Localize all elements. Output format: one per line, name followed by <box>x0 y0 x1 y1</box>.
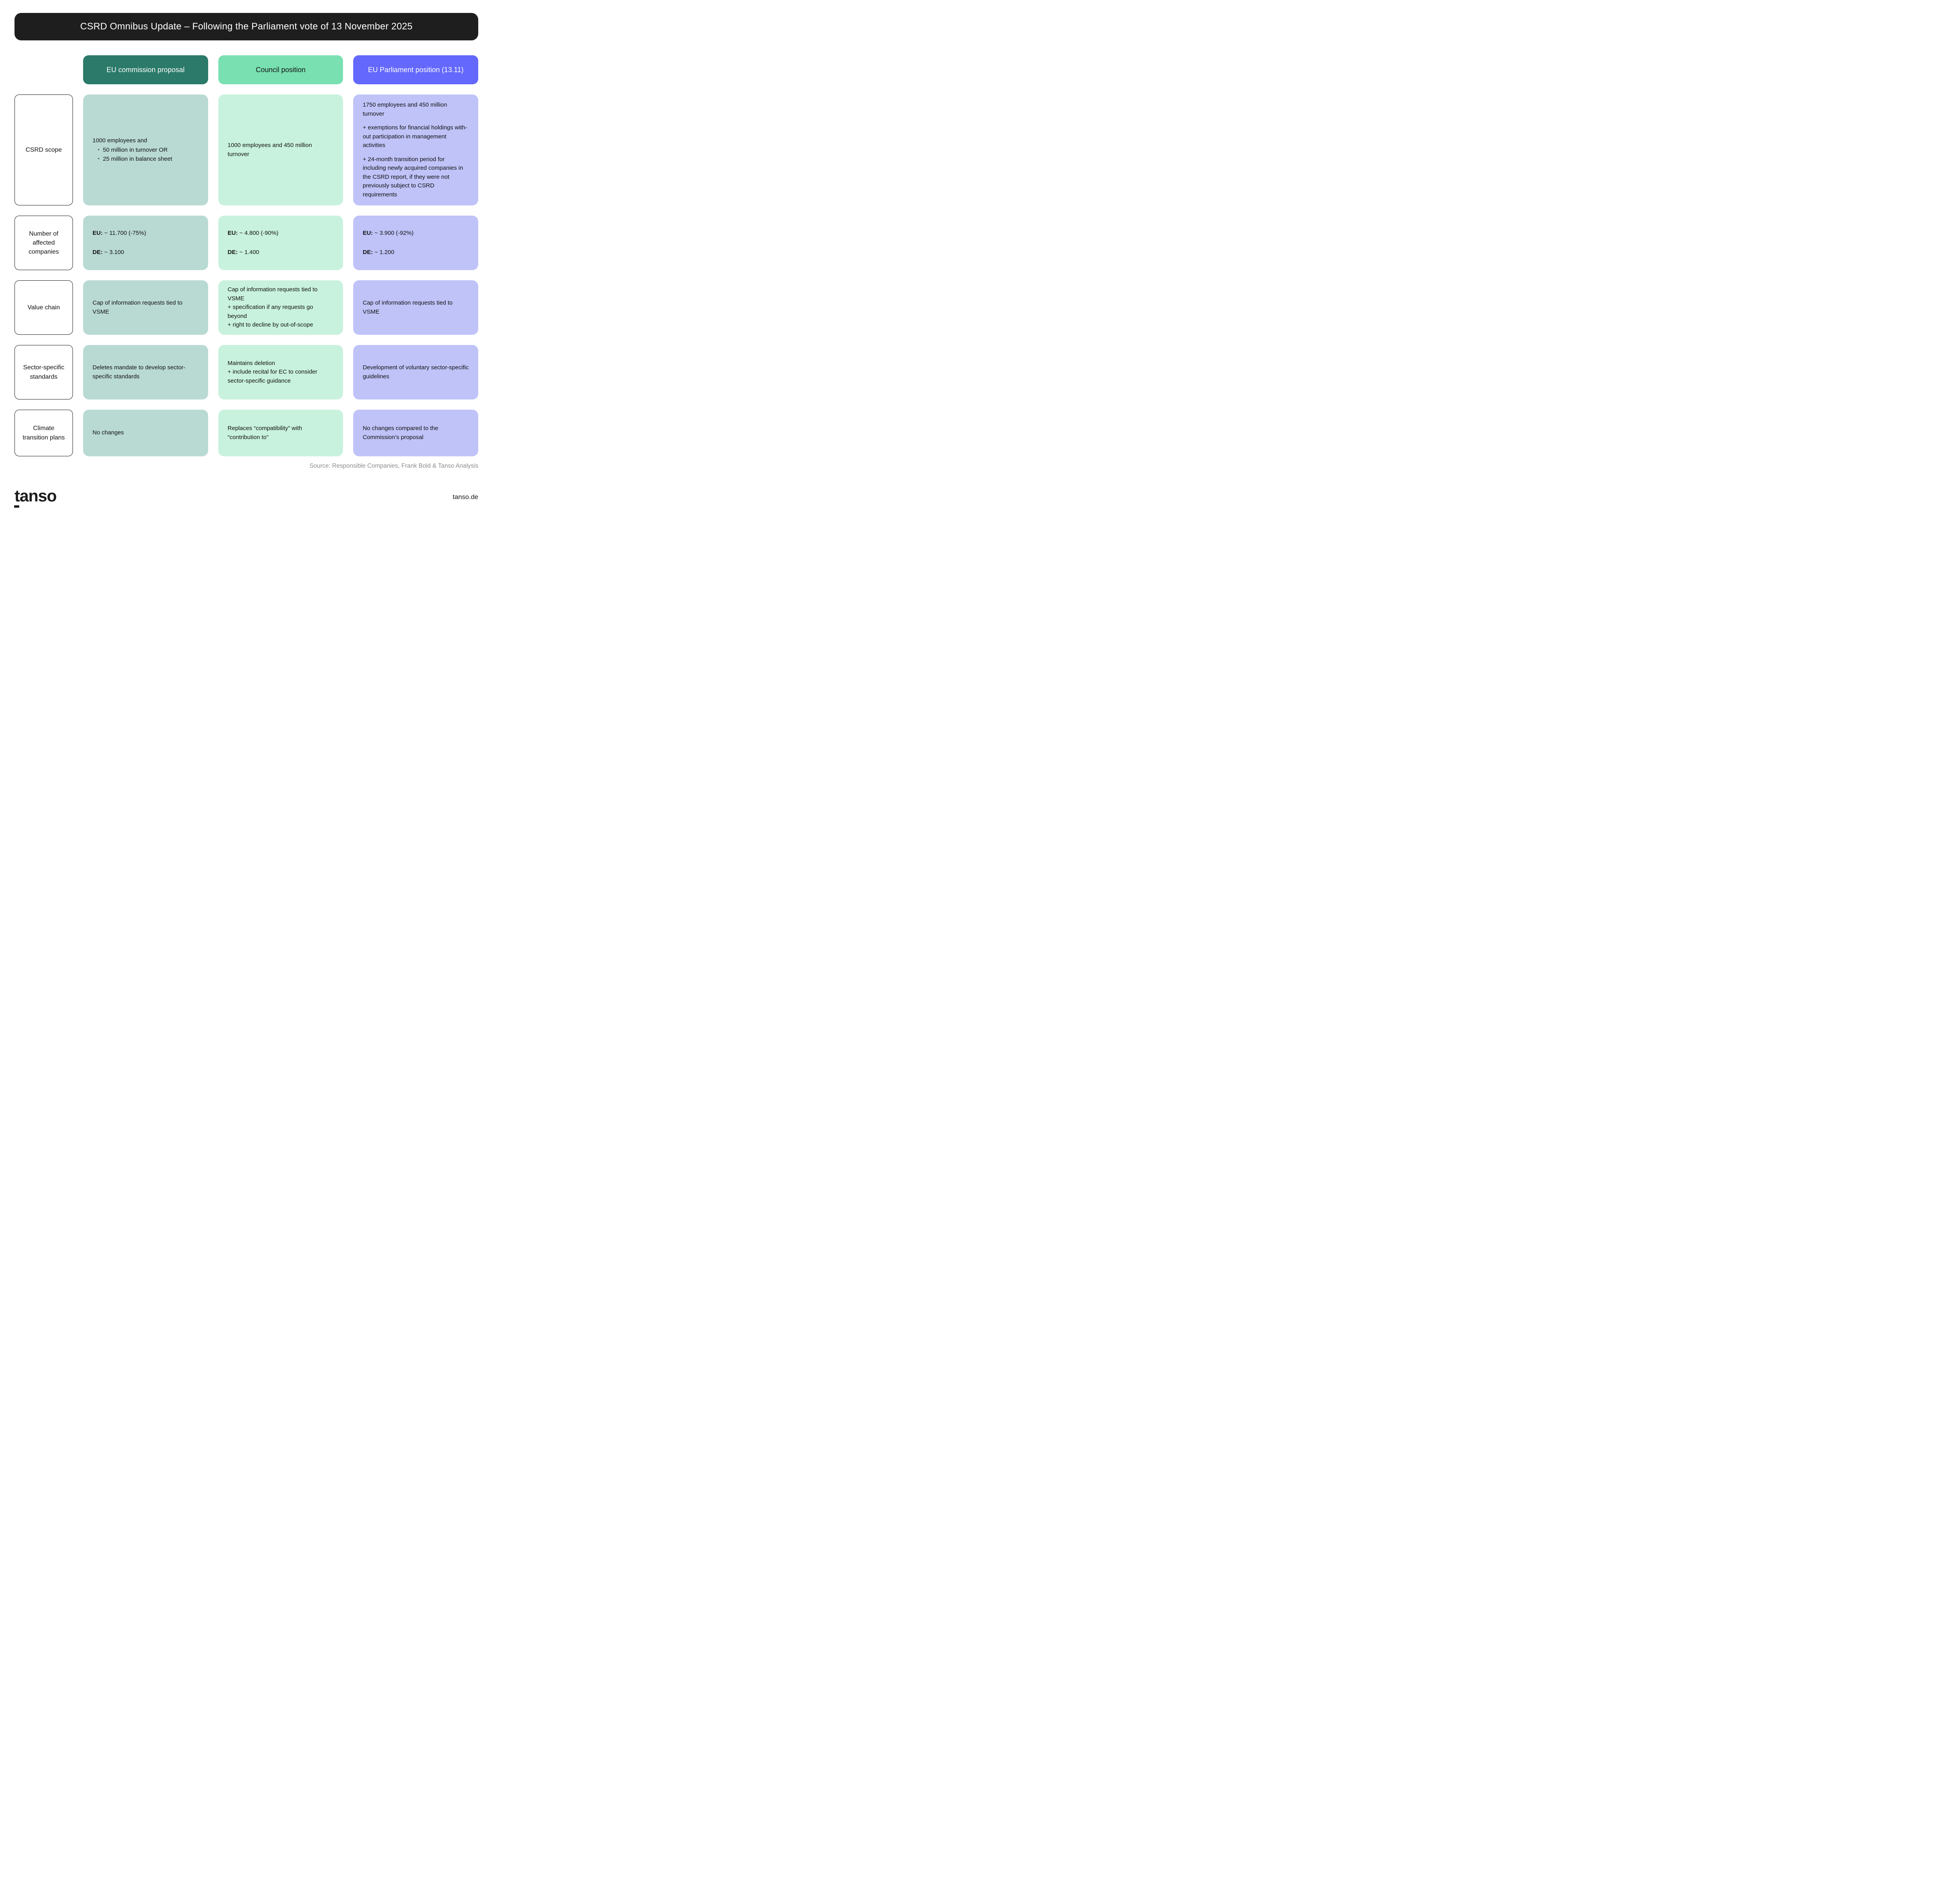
logo-letters-anso: anso <box>20 487 57 505</box>
bullet-text: 50 million in turnover OR <box>103 147 168 154</box>
stat-value: ~ 1.400 <box>238 249 260 256</box>
row-label: CSRD scope <box>15 94 73 205</box>
table-cell-commission-row2: EU: ~ 11.700 (-75%) DE: ~ 3.100 <box>83 216 208 270</box>
stat-key: EU: <box>363 229 373 236</box>
cell-paragraph: + 24-month transition period for includi… <box>363 156 463 198</box>
cell-paragraph: No changes <box>93 429 124 436</box>
cell-paragraph: Cap of information requests tied to VSME <box>363 300 453 315</box>
bullet-item: •50 million in turnover OR <box>93 146 199 155</box>
cell-line: Cap of information requests tied to VSME <box>227 286 318 302</box>
cell-paragraph: + exemptions for financial holdings with… <box>363 124 467 149</box>
cell-paragraph: 1750 employees and 450 million turnover <box>363 102 447 117</box>
cell-intro: 1000 employees and <box>93 137 147 144</box>
table-cell-parliament-row2: EU: ~ 3.900 (-92%) DE: ~ 1.200 <box>353 216 478 270</box>
table-cell-commission-row4: Deletes mandate to develop sector-specif… <box>83 345 208 399</box>
logo-letter-t: t <box>14 487 20 508</box>
table-cell-parliament-row5: No changes compared to the Commission’s … <box>353 410 478 456</box>
stat-line: DE: ~ 1.200 <box>363 248 469 257</box>
table-cell-council-row2: EU: ~ 4.800 (-90%) DE: ~ 1.400 <box>218 216 343 270</box>
table-cell-parliament-row1: 1750 employees and 450 million turnover +… <box>353 94 478 205</box>
cell-paragraph: 1000 employees and 450 million turnover <box>227 142 312 158</box>
row-label: Sector-specific standards <box>15 345 73 399</box>
cell-paragraph: Deletes mandate to develop sector-specif… <box>93 364 185 380</box>
table-cell-commission-row5: No changes <box>83 410 208 456</box>
stat-value: ~ 3.100 <box>102 249 124 256</box>
stat-line: EU: ~ 4.800 (-90%) <box>228 229 334 238</box>
bullet-list: •50 million in turnover OR•25 million in… <box>93 146 199 163</box>
cell-line: + include recital for EC to consider sec… <box>227 369 318 384</box>
stat-value: ~ 1.200 <box>373 249 394 256</box>
column-header-council: Council position <box>218 55 343 84</box>
stat-key: EU: <box>93 229 103 236</box>
stat-value: ~ 11.700 (-75%) <box>102 229 146 236</box>
row-label: Value chain <box>15 280 73 335</box>
header-spacer <box>15 55 73 84</box>
cell-line: Maintains deletion <box>227 359 275 367</box>
stat-key: DE: <box>227 249 238 256</box>
row-label: Climate transition plans <box>15 410 73 456</box>
table-cell-parliament-row3: Cap of information requests tied to VSME <box>353 280 478 335</box>
stat-key: DE: <box>93 249 103 256</box>
table-cell-council-row5: Replaces “compatibility” with “contribut… <box>218 410 343 456</box>
cell-paragraph: Development of voluntary sector-specific… <box>363 364 469 380</box>
table-cell-commission-row1: 1000 employees and •50 million in turnove… <box>83 94 208 205</box>
stat-value: ~ 4.800 (-90%) <box>238 229 279 236</box>
column-header-commission: EU commission proposal <box>83 55 208 84</box>
bullet-item: •25 million in balance sheet <box>93 155 199 164</box>
bullet-text: 25 million in balance sheet <box>103 155 172 162</box>
bullet-dot: • <box>98 148 100 153</box>
cell-line: + specification if any requests go beyon… <box>227 304 313 320</box>
row-label: Number of affected companies <box>15 216 73 270</box>
table-cell-council-row1: 1000 employees and 450 million turnover <box>218 94 343 205</box>
stat-line: EU: ~ 11.700 (-75%) <box>93 229 199 238</box>
column-header-parliament: EU Parliament position (13.11) <box>353 55 478 84</box>
stat-line: DE: ~ 1.400 <box>228 248 334 257</box>
table-cell-council-row4: Maintains deletion + include recital for … <box>218 345 343 399</box>
stat-key: DE: <box>363 249 373 256</box>
cell-line: + right to decline by out-of-scope <box>227 321 313 329</box>
stat-line: EU: ~ 3.900 (-92%) <box>363 229 469 238</box>
footer: tanso tanso.de <box>14 487 478 508</box>
table-cell-council-row3: Cap of information requests tied to VSME… <box>218 280 343 335</box>
cell-paragraph: No changes compared to the Commission’s … <box>363 425 438 441</box>
stat-key: EU: <box>227 229 238 236</box>
stat-value: ~ 3.900 (-92%) <box>373 229 414 236</box>
table-cell-parliament-row4: Development of voluntary sector-specific… <box>353 345 478 399</box>
cell-paragraph: Replaces “compatibility” with “contribut… <box>227 425 302 441</box>
infographic-page: CSRD Omnibus Update – Following the Parl… <box>0 0 493 508</box>
table-cell-commission-row3: Cap of information requests tied to VSME <box>83 280 208 335</box>
stat-line: DE: ~ 3.100 <box>93 248 199 257</box>
website-url: tanso.de <box>452 493 478 501</box>
bullet-dot: • <box>98 156 100 161</box>
page-title: CSRD Omnibus Update – Following the Parl… <box>15 13 478 40</box>
source-note: Source: Responsible Companies, Frank Bol… <box>309 463 479 469</box>
tanso-logo: tanso <box>14 487 57 508</box>
cell-paragraph: Cap of information requests tied to VSME <box>93 300 183 315</box>
